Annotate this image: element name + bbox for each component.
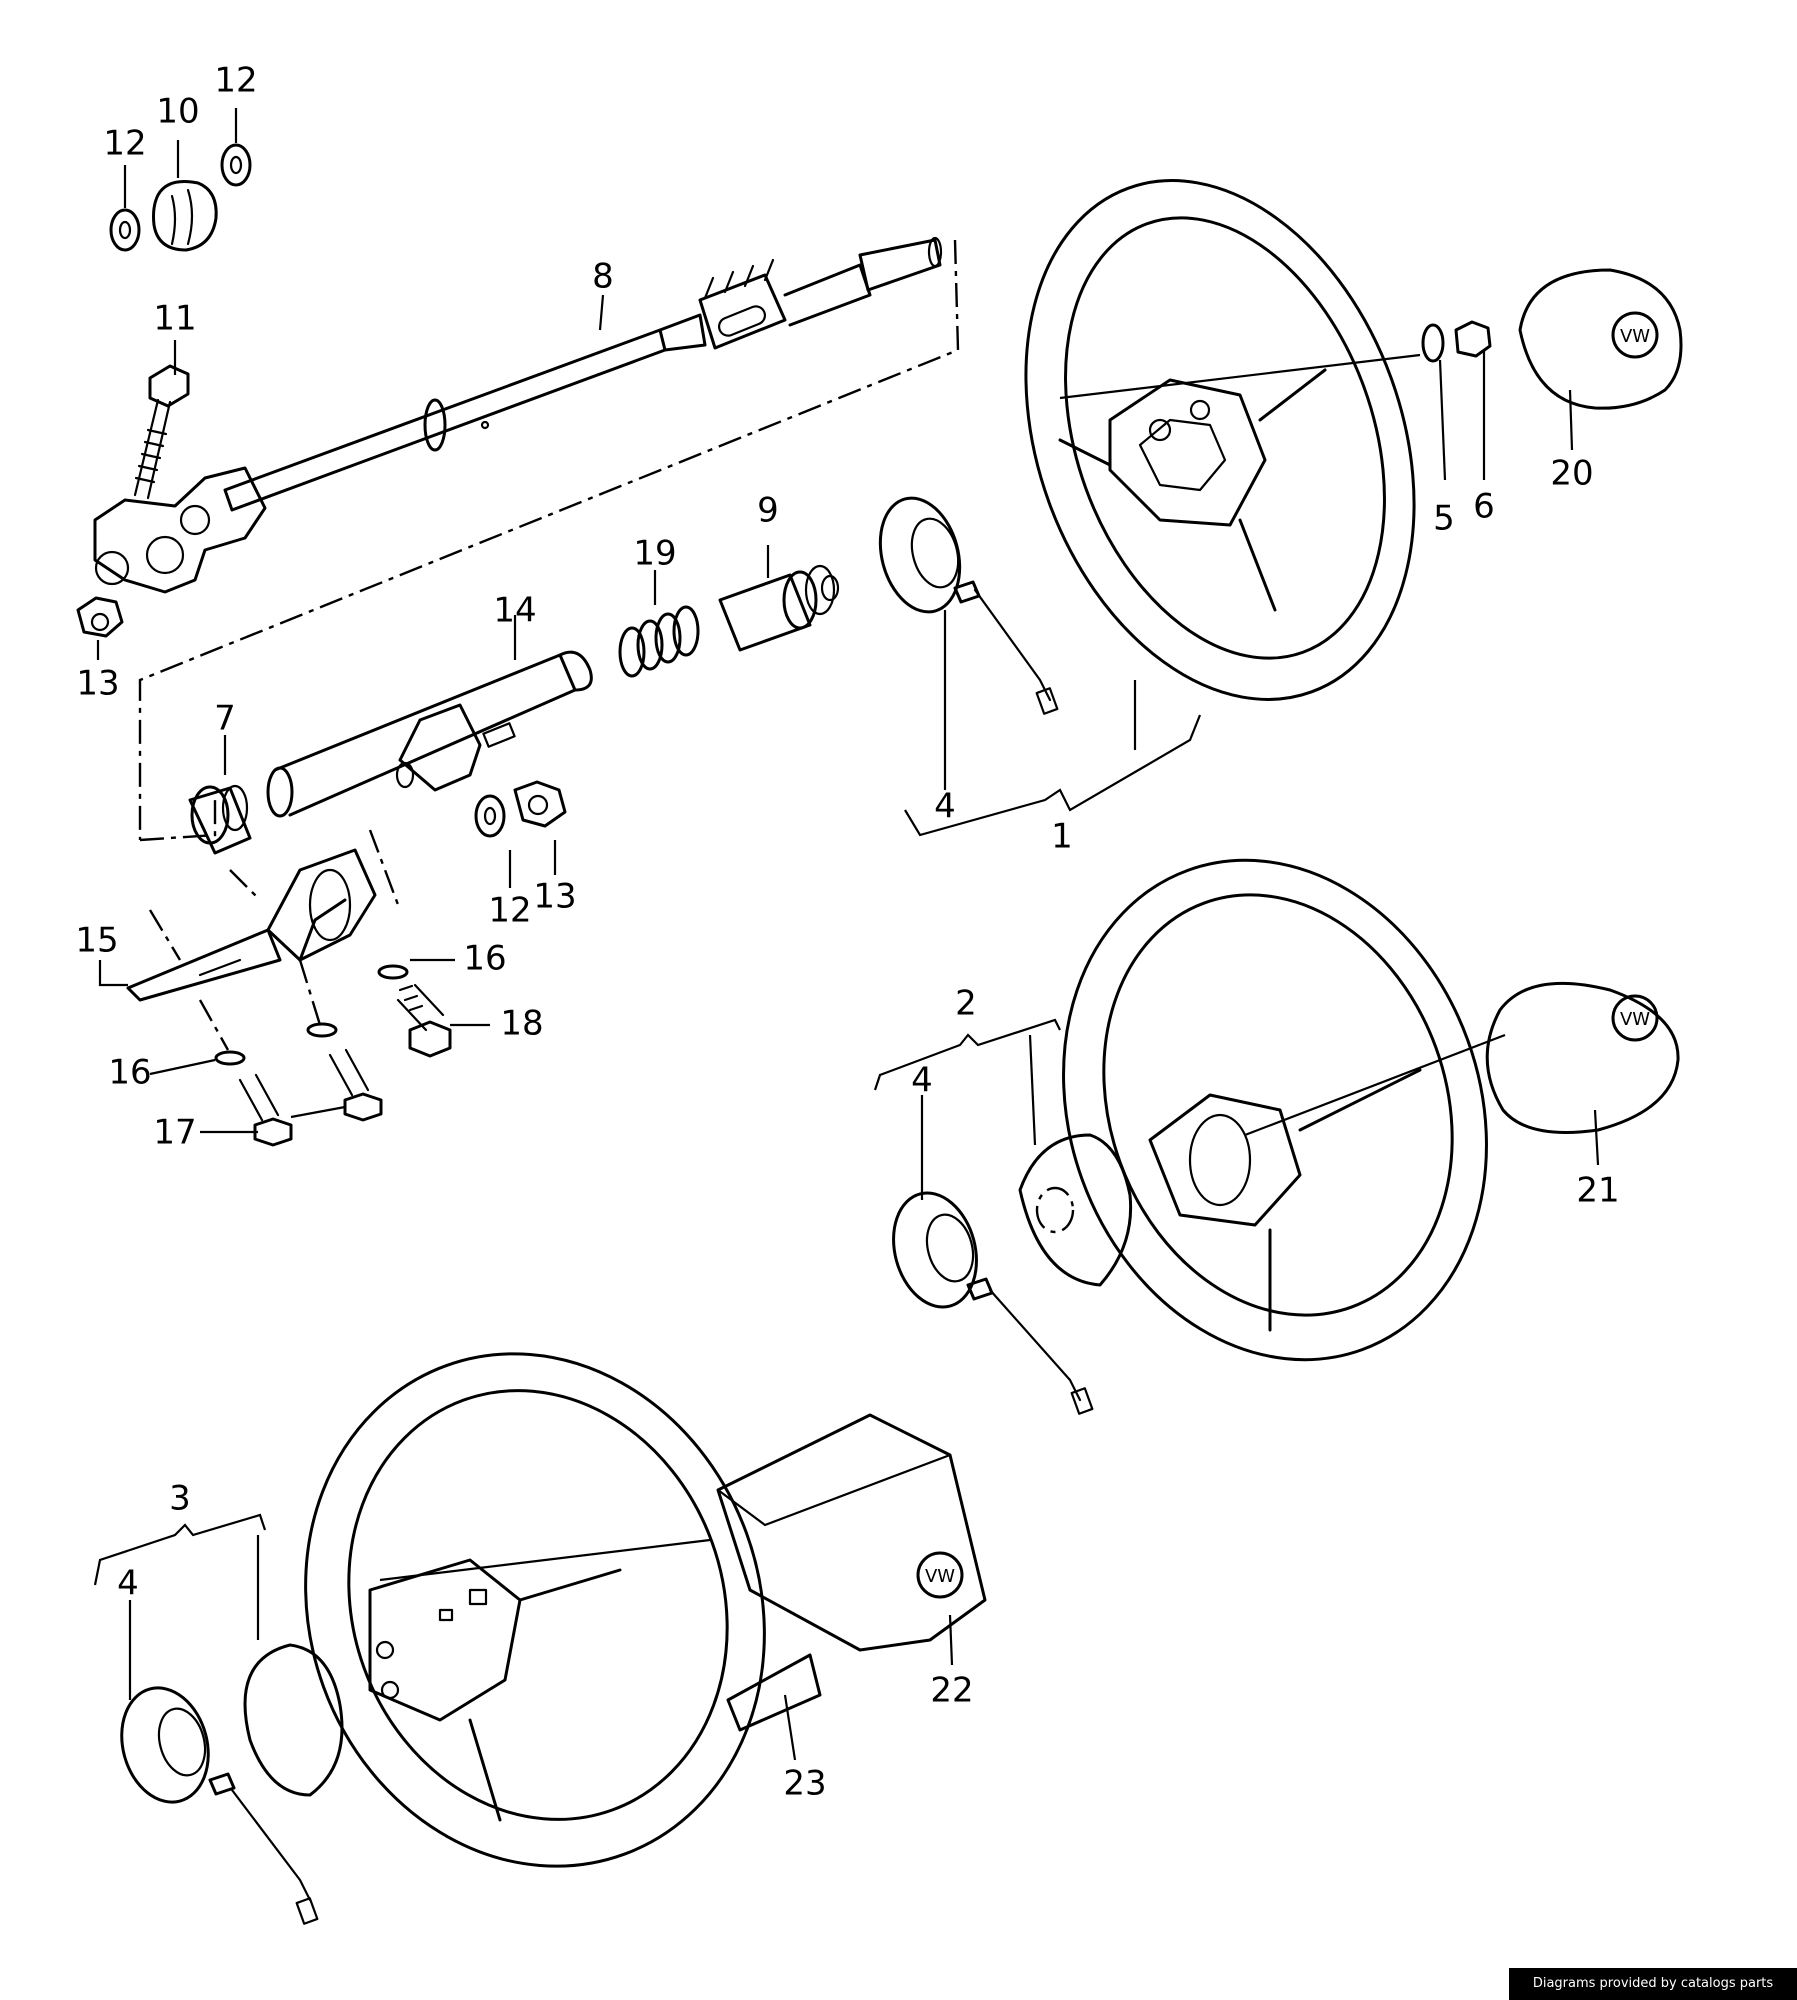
- callout-16-lower: 16: [108, 1053, 151, 1093]
- callout-12-right: 12: [214, 61, 257, 101]
- nut-6: [1454, 320, 1492, 358]
- washer-12-right: [220, 143, 252, 187]
- callout-13-top: 13: [76, 664, 119, 704]
- callout-16-upper: 16: [463, 939, 506, 979]
- steering-wheel-2: [1018, 858, 1488, 1362]
- horn-pad-21: VW: [1485, 981, 1680, 1134]
- callout-17: 17: [153, 1113, 196, 1153]
- callout-12-left: 12: [103, 124, 146, 164]
- assembly-frame-upper: [138, 239, 960, 840]
- bearing-7: [188, 784, 252, 855]
- callout-19: 19: [633, 534, 676, 574]
- bolt-11: [133, 364, 190, 500]
- callout-4-upper: 4: [934, 787, 956, 827]
- spring-19: [618, 605, 700, 678]
- washer-16-lower: [214, 1022, 338, 1066]
- callout-8: 8: [592, 257, 614, 297]
- contact-ring-4-lower: [120, 1686, 319, 1925]
- bearing-9: [718, 564, 840, 652]
- trim-strip-23: [726, 1653, 822, 1732]
- steering-wheel-3: [243, 1352, 766, 1868]
- vw-emblem-lower: VW: [925, 1566, 955, 1587]
- credit-banner: Diagrams provided by catalogs parts: [1509, 1968, 1797, 2000]
- callout-22: 22: [930, 1671, 973, 1711]
- callout-5: 5: [1433, 499, 1455, 539]
- callout-labels: 1 2 3 4 4 4 5 6 7 8 9 10 11 12 12 12 13 …: [75, 61, 1619, 1804]
- callout-4-middle: 4: [911, 1061, 933, 1101]
- steering-shaft-8: [93, 236, 943, 594]
- column-tube-14: [266, 650, 593, 818]
- callout-7: 7: [214, 699, 236, 739]
- contact-ring-4-upper: [878, 496, 1059, 715]
- bolts-17: [198, 959, 383, 1147]
- nut-13-top: [76, 596, 124, 638]
- vw-emblem-upper: VW: [1620, 326, 1650, 347]
- steering-wheel-1: [1024, 179, 1416, 701]
- callout-14: 14: [493, 591, 536, 631]
- clamp-10: [152, 180, 218, 252]
- callout-20: 20: [1550, 454, 1593, 494]
- callout-2: 2: [955, 984, 977, 1024]
- assembly-frame-lower: [139, 800, 217, 842]
- callout-3: 3: [169, 1479, 191, 1519]
- callout-21: 21: [1576, 1171, 1619, 1211]
- contact-ring-4-middle: [892, 1191, 1094, 1415]
- horn-pad-20: VW: [1518, 268, 1683, 410]
- washer-12-left: [109, 208, 141, 252]
- callout-11: 11: [153, 299, 196, 339]
- callout-1: 1: [1051, 817, 1073, 857]
- callout-6: 6: [1473, 487, 1495, 527]
- horn-pad-22: VW: [716, 1413, 987, 1652]
- bolt-18: [396, 983, 452, 1058]
- callout-10: 10: [156, 92, 199, 132]
- washer-5: [1421, 323, 1445, 363]
- callout-4-lower: 4: [117, 1564, 139, 1604]
- lock-housing-15: [126, 829, 402, 1002]
- callout-15: 15: [75, 921, 118, 961]
- callout-13-lower: 13: [533, 877, 576, 917]
- callout-18: 18: [500, 1004, 543, 1044]
- vw-emblem-middle: VW: [1620, 1009, 1650, 1030]
- leader-lines: [93, 108, 1600, 1761]
- washer-16-upper: [377, 964, 409, 980]
- callout-23: 23: [783, 1764, 826, 1804]
- washer-12-nut-13: [474, 780, 567, 838]
- callout-12-lower: 12: [488, 891, 531, 931]
- callout-9: 9: [757, 491, 779, 531]
